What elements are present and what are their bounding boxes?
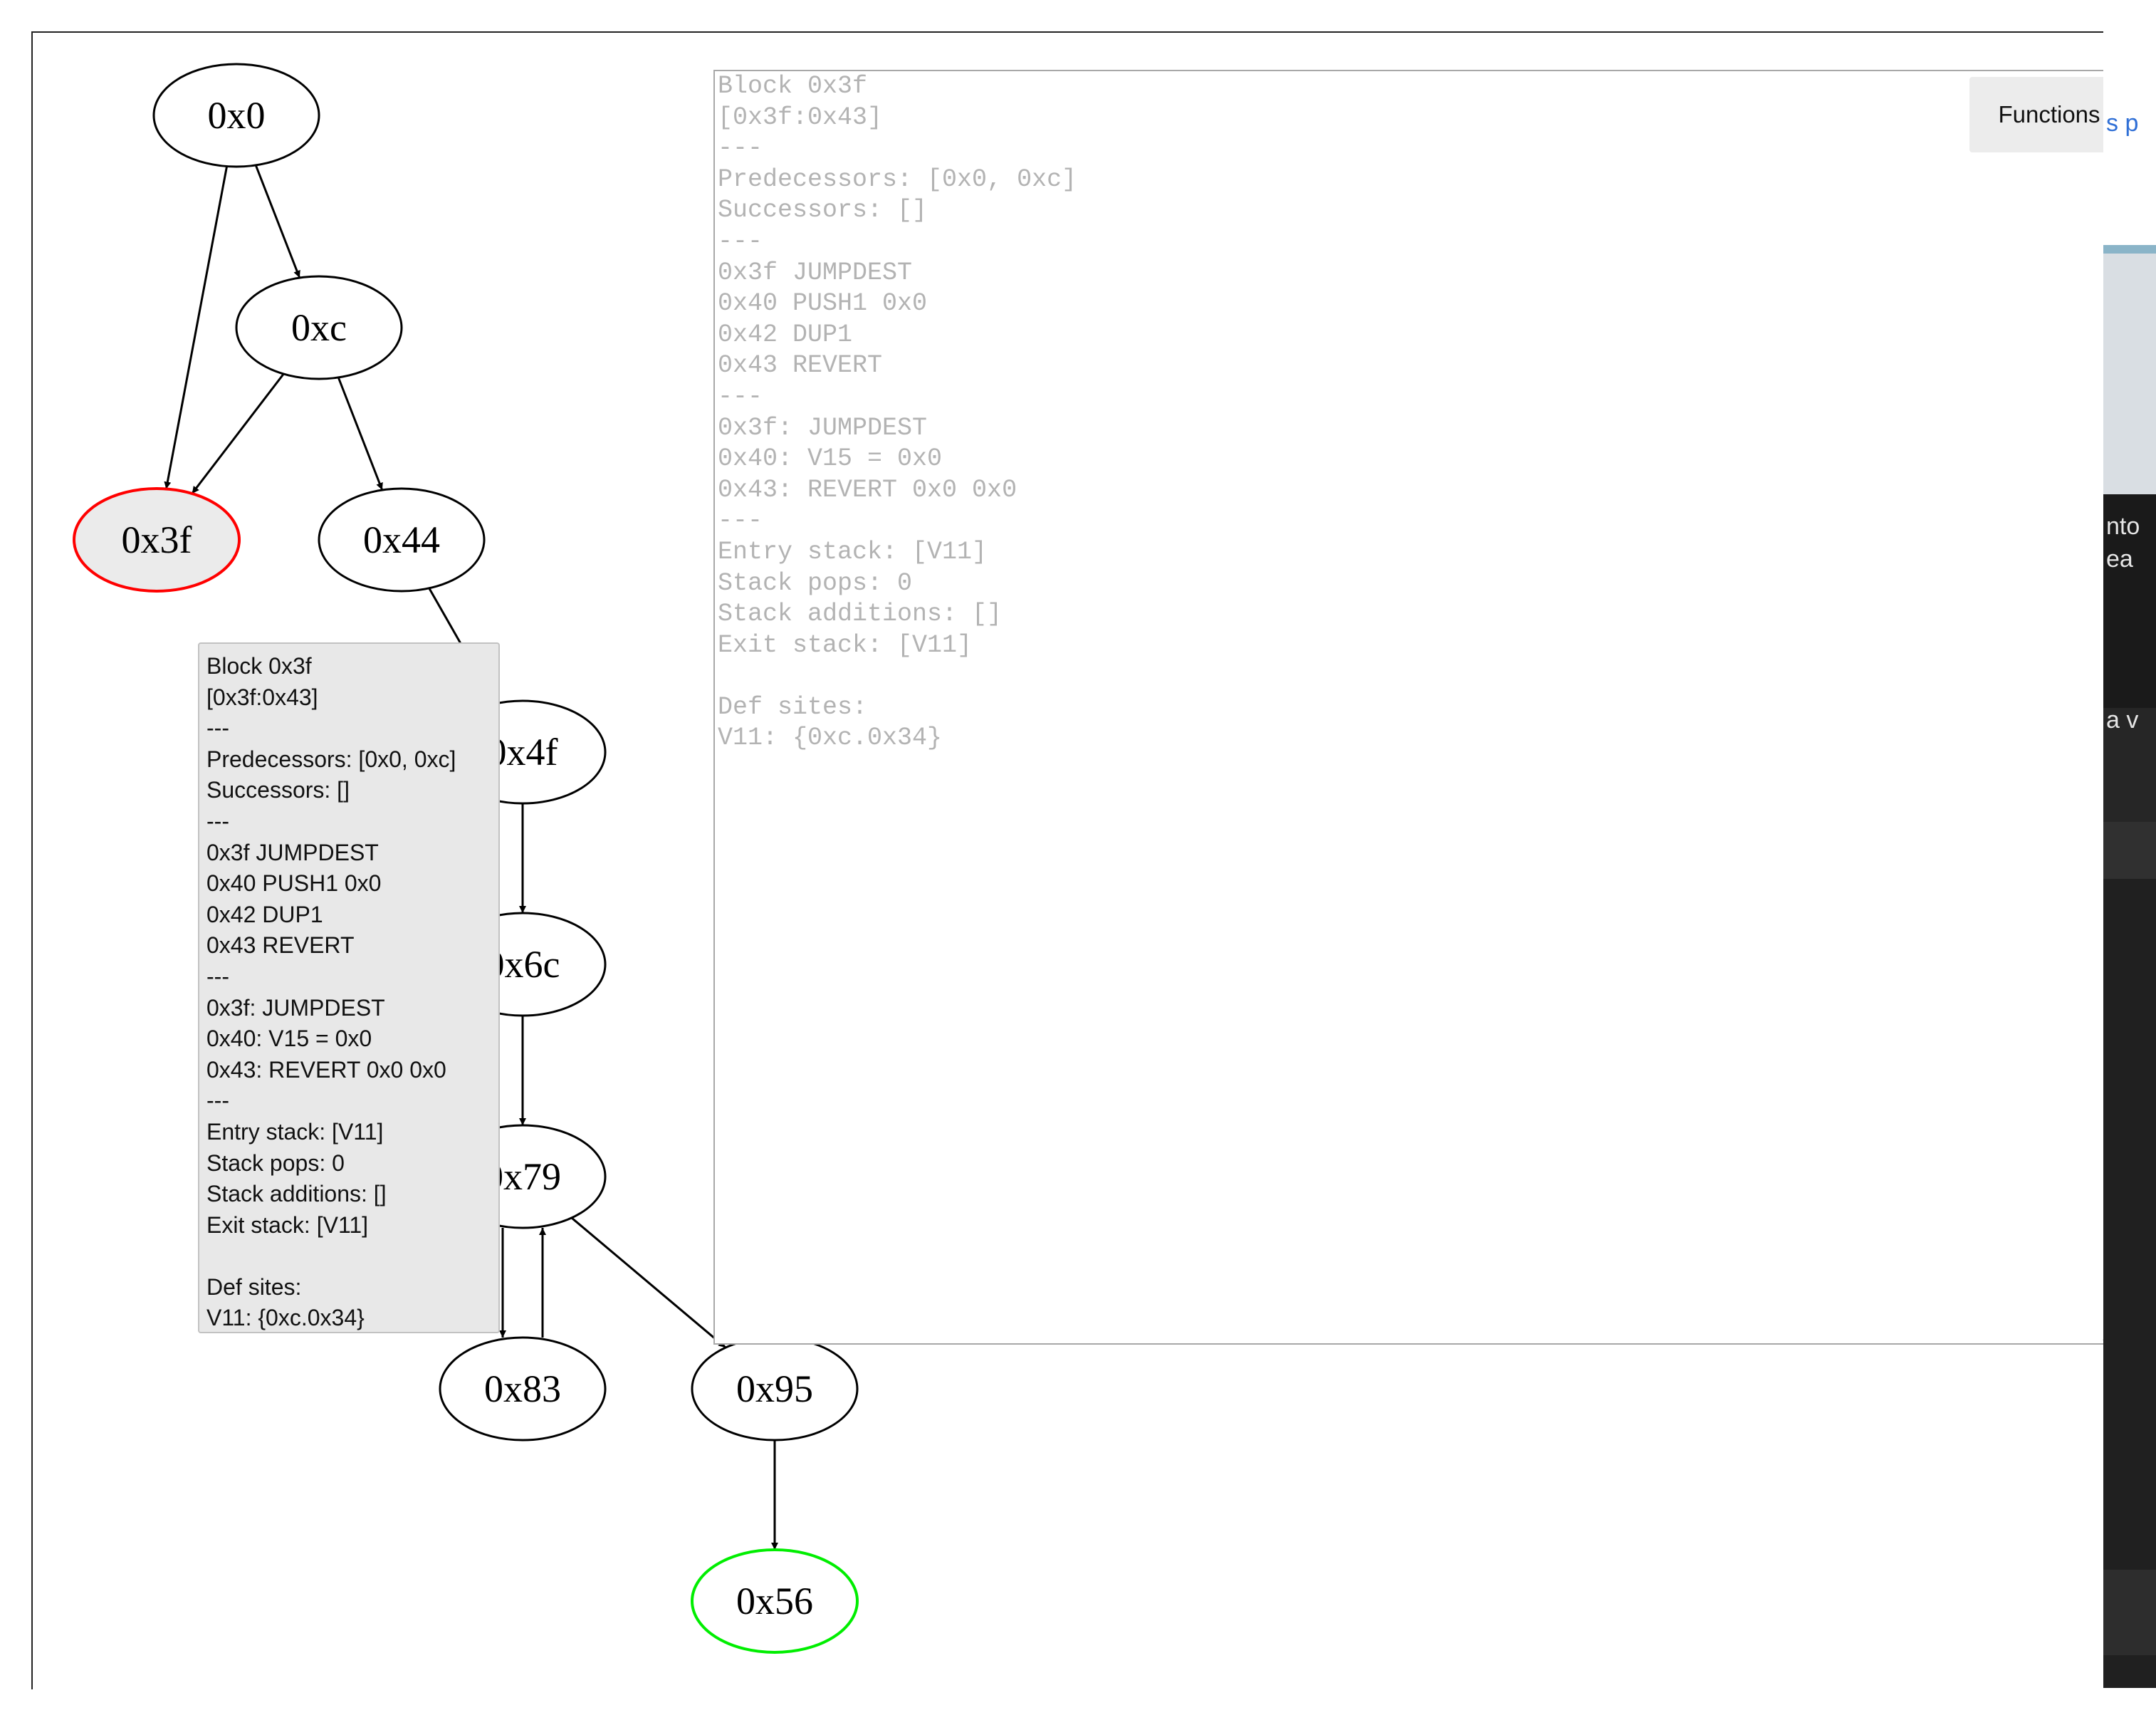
- cfg-node-0x3f[interactable]: 0x3f: [73, 487, 241, 593]
- node-ellipse[interactable]: [439, 1336, 607, 1442]
- edge-0x0-to-0xc: [254, 165, 301, 278]
- strip-segment: [2103, 494, 2156, 708]
- edge-0xc-to-0x3f: [191, 373, 285, 494]
- node-label: 0x56: [736, 1580, 813, 1622]
- node-ellipse[interactable]: [152, 63, 320, 168]
- strip-segment: [2103, 708, 2156, 822]
- strip-text: ea: [2106, 546, 2133, 573]
- strip-segment: [2103, 1570, 2156, 1655]
- background-window-edge: s p nto ea a v: [2103, 31, 2156, 1688]
- block-info-textarea[interactable]: [713, 70, 2112, 1345]
- node-ellipse[interactable]: [235, 275, 403, 380]
- cfg-node-0x95[interactable]: 0x95: [691, 1336, 859, 1442]
- node-label: 0x95: [736, 1367, 813, 1410]
- edge-0x0-to-0x3f: [164, 166, 229, 489]
- cfg-node-0x44[interactable]: 0x44: [318, 487, 486, 593]
- block-tooltip: Block 0x3f [0x3f:0x43] --- Predecessors:…: [198, 642, 500, 1333]
- cfg-node-0xc[interactable]: 0xc: [235, 275, 403, 380]
- node-ellipse[interactable]: [691, 1548, 859, 1654]
- strip-segment: [2103, 245, 2156, 494]
- cfg-node-0x56[interactable]: 0x56: [691, 1548, 859, 1654]
- node-ellipse[interactable]: [318, 487, 486, 593]
- cfg-node-0x83[interactable]: 0x83: [439, 1336, 607, 1442]
- cfg-node-0x0[interactable]: 0x0: [152, 63, 320, 168]
- node-label: 0x3f: [122, 518, 192, 561]
- edge-0x79-to-0x95: [570, 1216, 727, 1349]
- node-label: 0xc: [291, 306, 347, 349]
- strip-text: s p: [2106, 110, 2139, 137]
- strip-segment: [2103, 31, 2156, 245]
- strip-segment: [2103, 822, 2156, 879]
- node-label: 0x83: [484, 1367, 561, 1410]
- strip-segment: [2103, 879, 2156, 1688]
- node-ellipse[interactable]: [73, 487, 241, 593]
- node-label: 0x44: [363, 518, 440, 561]
- functions-button[interactable]: Functions: [1969, 77, 2112, 152]
- strip-text: nto: [2106, 513, 2140, 540]
- strip-text: a v: [2106, 707, 2139, 734]
- strip-segment: [2103, 245, 2156, 254]
- node-label: 0x0: [208, 94, 266, 137]
- edge-0xc-to-0x44: [337, 377, 384, 491]
